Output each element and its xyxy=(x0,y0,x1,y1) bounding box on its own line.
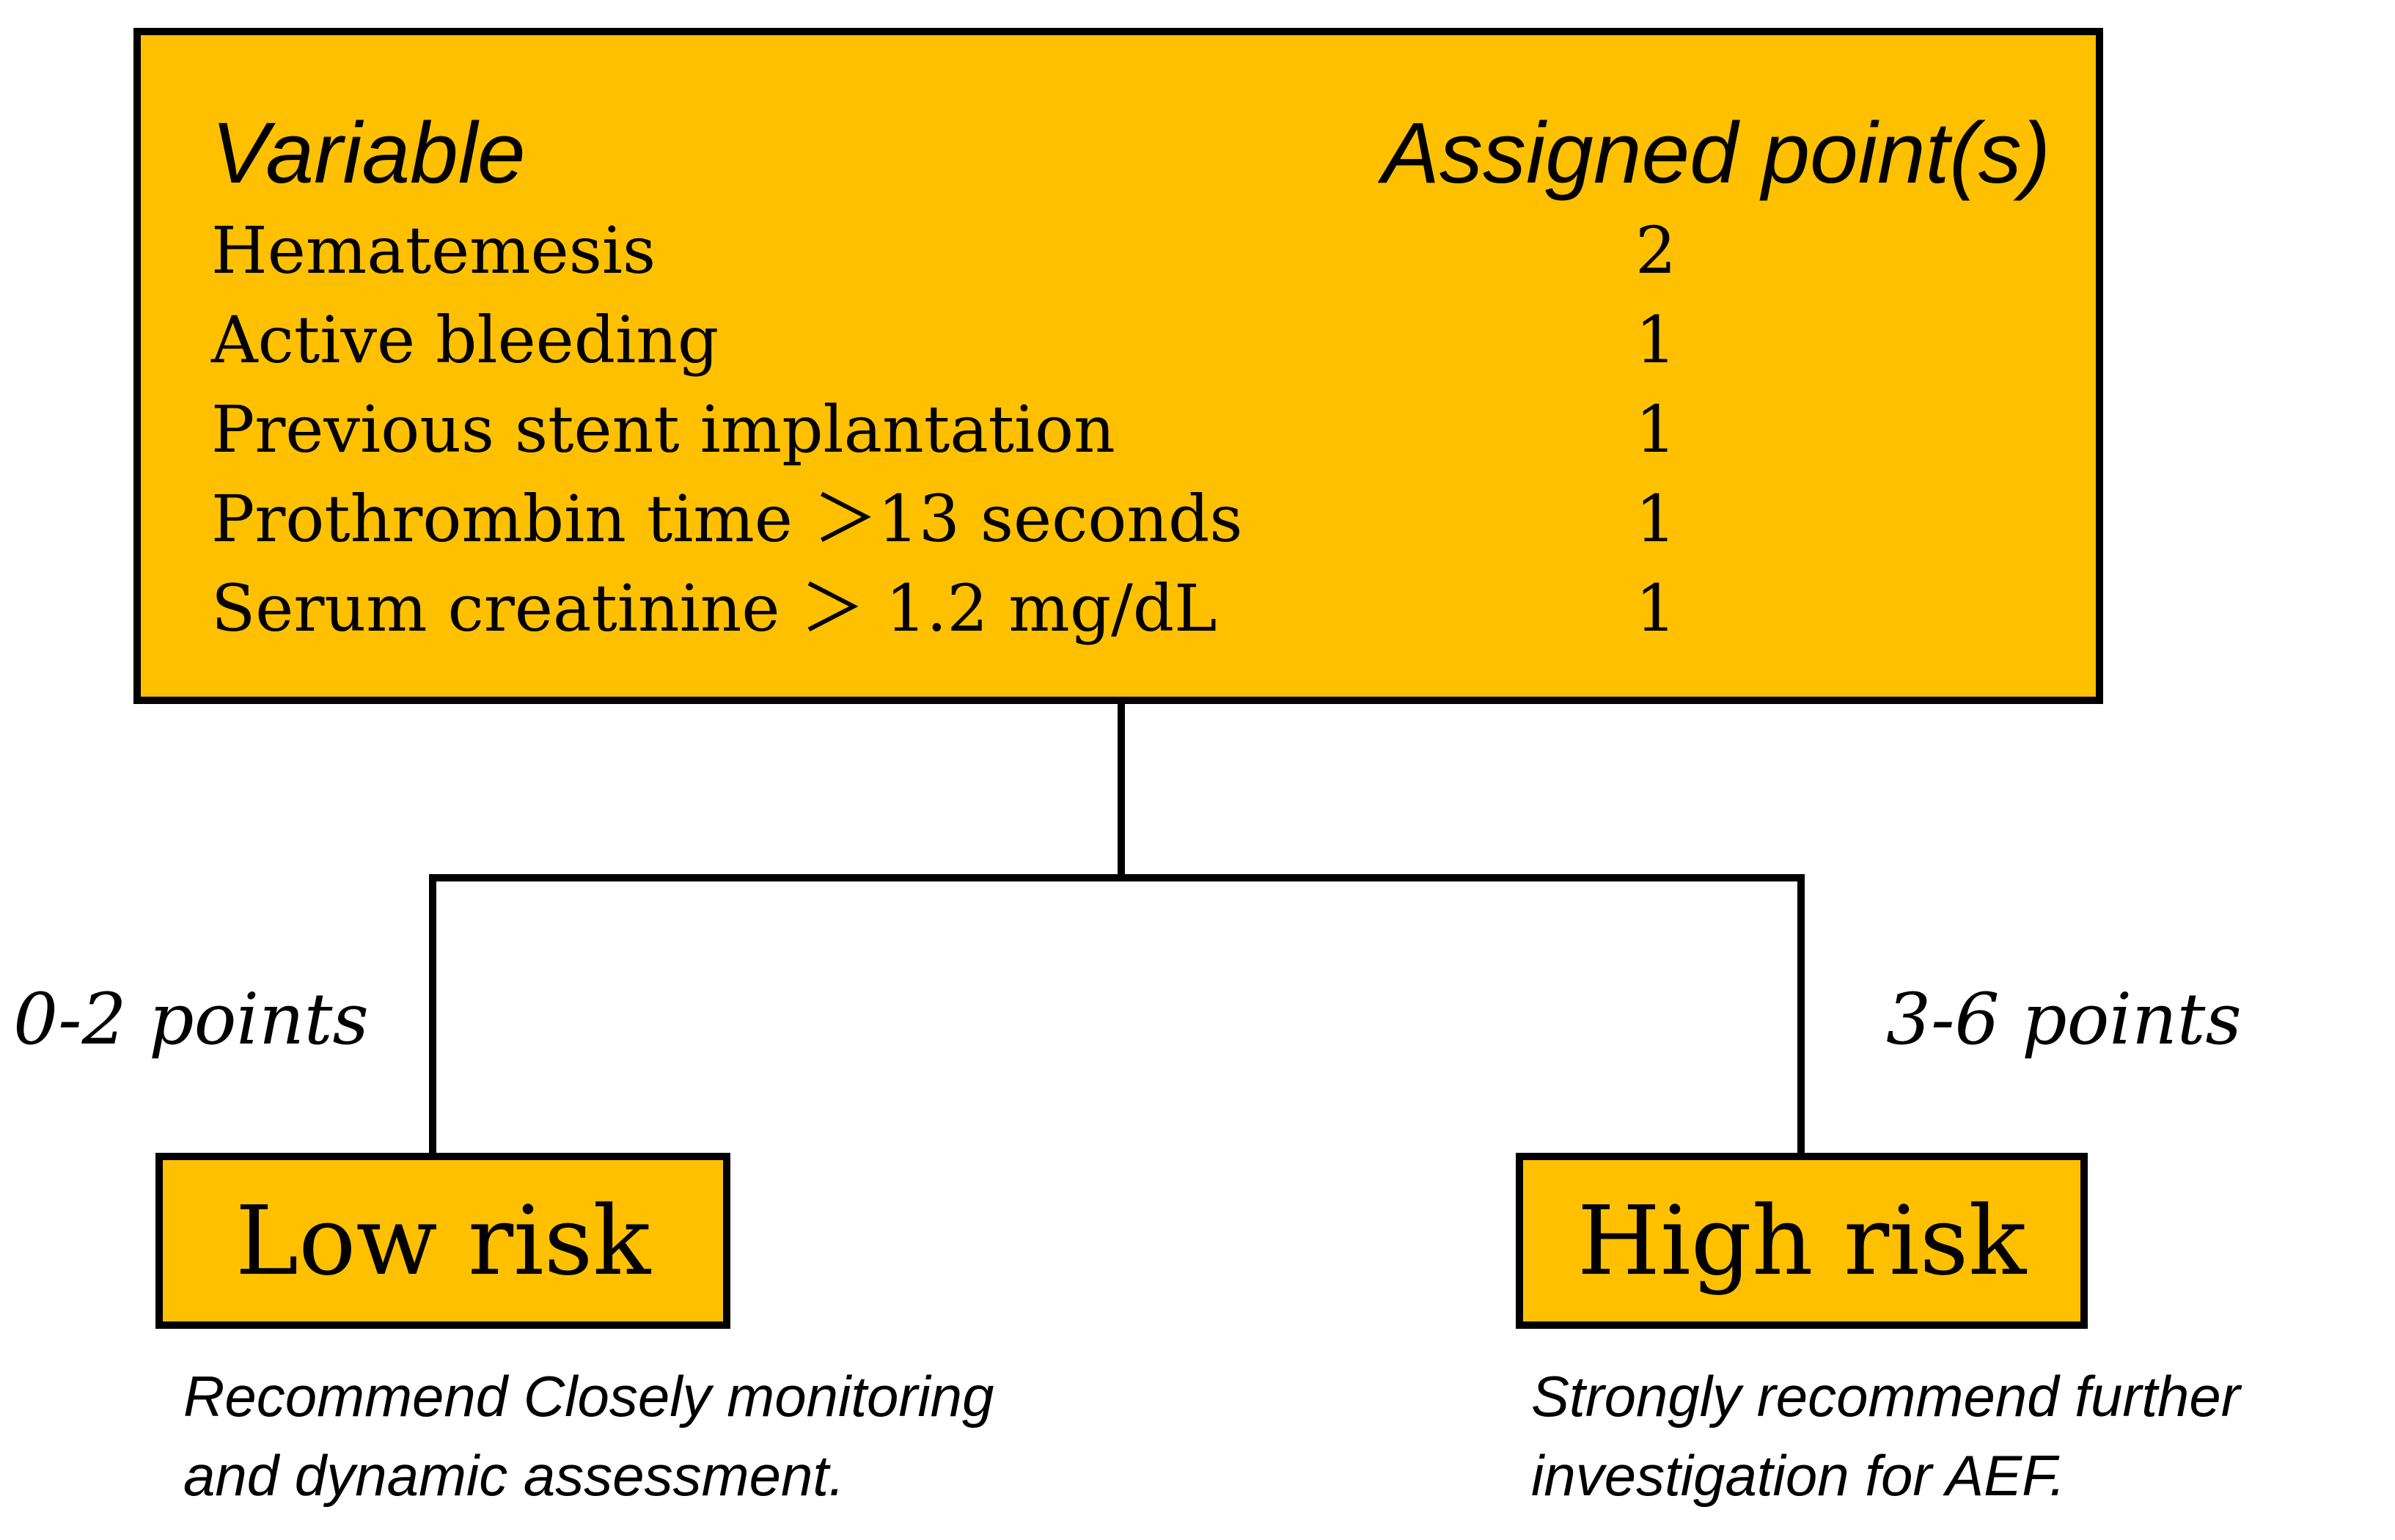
score-row: Serum creatinine ＞ 1.2 mg/dL 1 xyxy=(0,576,2395,650)
score-table-box xyxy=(133,28,2103,704)
points-value: 1 xyxy=(1635,302,1676,378)
score-row: Active bleeding 1 xyxy=(0,308,2395,381)
points-value: 2 xyxy=(1635,213,1676,288)
variable-label: Active bleeding xyxy=(211,302,719,378)
high-note-line1: Strongly recommend further xyxy=(1531,1364,2240,1429)
variable-label: Serum creatinine ＞ 1.2 mg/dL xyxy=(211,571,1217,646)
header-assigned-points: Assigned point(s) xyxy=(1382,105,2050,202)
variable-label: Previous stent implantation xyxy=(211,392,1115,467)
low-note-line1: Recommend Closely monitoring xyxy=(183,1364,994,1429)
high-note-line2: investigation for AEF. xyxy=(1531,1443,2066,1508)
variable-label: Hematemesis xyxy=(211,213,656,288)
score-row: Hematemesis 2 xyxy=(0,219,2395,292)
connector-right-branch xyxy=(1797,874,1805,1153)
connector-horizontal xyxy=(429,874,1805,881)
points-value: 1 xyxy=(1635,481,1676,557)
score-row: Previous stent implantation 1 xyxy=(0,397,2395,471)
connector-left-branch xyxy=(429,874,436,1153)
high-risk-box: High risk xyxy=(1516,1153,2088,1329)
low-risk-recommendation: Recommend Closely monitoring and dynamic… xyxy=(183,1357,994,1515)
low-note-line2: and dynamic assessment. xyxy=(183,1443,845,1508)
low-range-label: 0-2 points xyxy=(13,978,369,1060)
high-range-label: 3-6 points xyxy=(1886,978,2242,1060)
high-risk-recommendation: Strongly recommend further investigation… xyxy=(1531,1357,2240,1515)
points-value: 1 xyxy=(1635,392,1676,467)
header-variable: Variable xyxy=(211,105,526,202)
connector-trunk xyxy=(1118,703,1125,880)
variable-label: Prothrombin time ＞13 seconds xyxy=(211,481,1243,557)
points-value: 1 xyxy=(1635,571,1676,646)
score-row: Prothrombin time ＞13 seconds 1 xyxy=(0,487,2395,560)
low-risk-box: Low risk xyxy=(155,1153,730,1329)
